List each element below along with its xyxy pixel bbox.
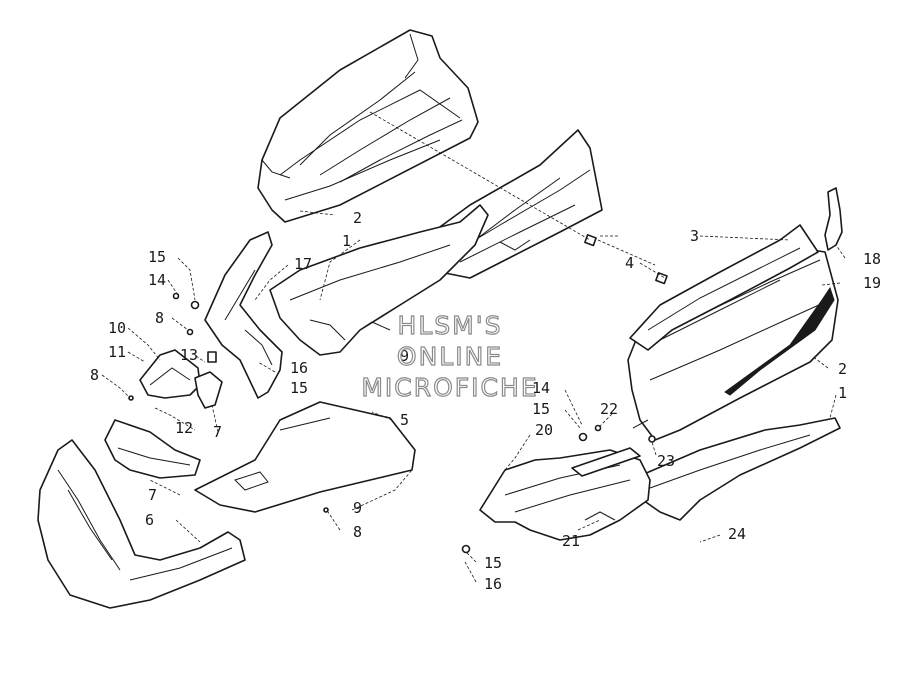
callout-2-right: 2 [838,360,847,378]
front-bumper-right [479,447,651,541]
callout-16-lower: 16 [484,575,502,593]
side-panel-right [627,247,839,441]
front-bumper-left [37,419,246,609]
callout-15-right: 15 [532,400,550,418]
callout-18: 18 [863,250,881,268]
callout-8-lower: 8 [353,523,362,541]
callout-9-lower: 9 [353,499,362,517]
callout-9-center: 9 [400,347,409,365]
callout-14-right: 14 [532,379,550,397]
callout-13: 13 [180,346,198,364]
callout-15-mid-left: 15 [290,379,308,397]
callout-8-left: 8 [90,366,99,384]
callout-20: 20 [535,421,553,439]
callout-5: 5 [400,411,409,429]
callout-22: 22 [600,400,618,418]
callout-2-upper: 2 [353,209,362,227]
callout-14-left: 14 [148,271,166,289]
hood-panel-upper [257,29,479,223]
callout-6: 6 [145,511,154,529]
callout-24: 24 [728,525,746,543]
callout-11: 11 [108,343,126,361]
callout-15-upper-left: 15 [148,248,166,266]
callout-10: 10 [108,319,126,337]
callout-7-bracket: 7 [213,423,222,441]
belly-plate [194,401,416,513]
callout-8-upper: 8 [155,309,164,327]
side-bracket-left [204,231,283,399]
callout-23: 23 [657,452,675,470]
small-brackets-left [139,349,223,409]
bracket-part-18 [824,187,843,251]
belly-pan-right [629,417,841,521]
hood-panel-right [629,224,819,351]
callout-15-lower: 15 [484,554,502,572]
hardware-fasteners [128,234,668,554]
callout-19: 19 [863,274,881,292]
callout-12: 12 [175,419,193,437]
leader-lines [101,111,846,583]
callout-7-left: 7 [148,486,157,504]
callout-1-right: 1 [838,384,847,402]
callout-21: 21 [562,532,580,550]
callout-1-upper: 1 [342,232,351,250]
callout-4: 4 [625,254,634,272]
callout-17: 17 [294,255,312,273]
callout-3: 3 [690,227,699,245]
callout-16-mid: 16 [290,359,308,377]
belly-pan-center [269,204,489,356]
callout-labels: 1 1 2 2 3 4 5 6 7 7 8 8 8 9 9 10 11 12 1… [90,209,881,593]
